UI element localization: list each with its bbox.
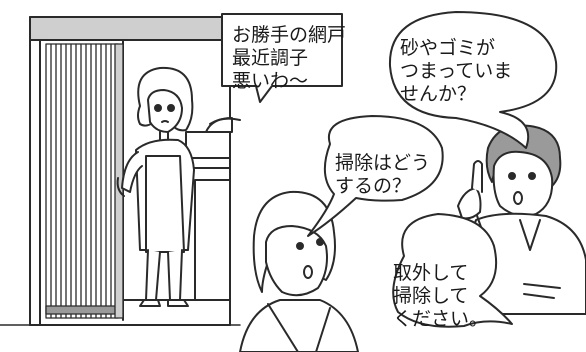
- bubble-line: 悪いわ～: [232, 70, 309, 92]
- bubble-line: 掃除はどう: [335, 152, 431, 174]
- bubble-line: 砂やゴミが: [400, 37, 496, 59]
- pleated-screen-door: [45, 43, 124, 319]
- bubble-line: 最近調子: [232, 47, 309, 69]
- kitchen-interior: [185, 117, 241, 301]
- bubble-line: 取外して: [393, 262, 469, 284]
- speech-bubble-text-lower-right: 取外して 掃除して ください。: [393, 262, 488, 331]
- speech-bubble-lower-right: [392, 213, 513, 328]
- speech-bubble-upper-right: [388, 11, 558, 149]
- speech-bubble-upper-left: [221, 13, 343, 103]
- man-right: [457, 124, 586, 315]
- bubble-line: お勝手の網戸: [232, 24, 347, 46]
- speech-bubble-middle: [307, 115, 444, 237]
- speech-bubble-text-upper-left: お勝手の網戸 最近調子 悪いわ～: [232, 24, 346, 93]
- bubble-line: せんか？: [400, 83, 477, 105]
- woman-foreground: [239, 190, 359, 352]
- bubble-line: 掃除して: [393, 285, 469, 307]
- bubble-line: するの？: [335, 175, 412, 197]
- bubble-line: つまっていま: [400, 60, 513, 82]
- bubble-line: ください。: [393, 308, 489, 330]
- speech-bubble-text-middle: 掃除はどう するの？: [335, 152, 430, 198]
- speech-bubble-text-upper-right: 砂やゴミが つまっていま せんか？: [400, 37, 512, 106]
- woman-in-doorway: [116, 66, 195, 307]
